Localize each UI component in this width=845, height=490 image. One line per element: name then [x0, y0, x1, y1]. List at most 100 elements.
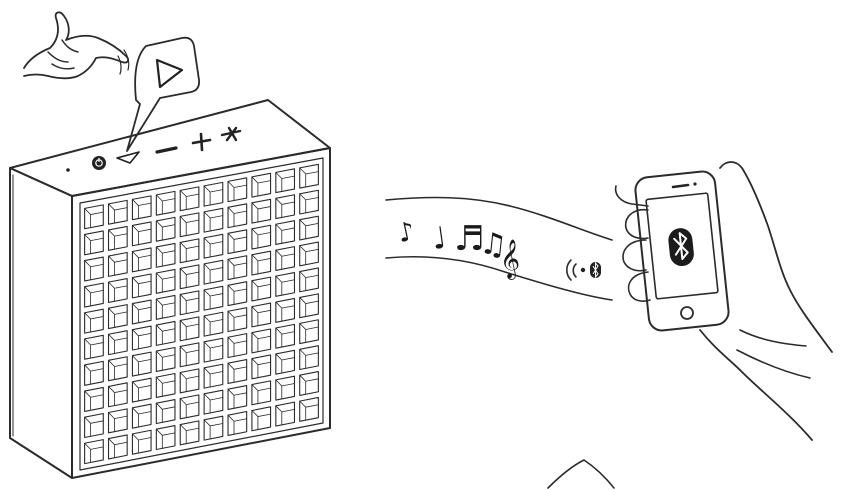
grille-cell: [228, 360, 247, 384]
grille-cell: [228, 230, 247, 254]
grille-cell: [109, 331, 128, 355]
grille-cell-inset: [228, 415, 247, 434]
phone-home-button: [681, 307, 693, 319]
grille-cell-inset: [132, 251, 151, 270]
grille-cell-inset: [156, 247, 175, 266]
grille-cell: [300, 294, 319, 318]
grille-cell: [132, 274, 151, 298]
grille-cell-inset: [252, 177, 271, 196]
grille-cell-inset: [156, 429, 175, 448]
grille-cell: [132, 222, 151, 246]
grille-cell: [204, 260, 223, 284]
grille-cell-inset: [132, 382, 151, 401]
bluetooth-icon: [667, 227, 695, 267]
grille-cell: [85, 387, 104, 411]
grille-cell: [109, 226, 128, 250]
grille-cell: [132, 430, 151, 454]
music-note-1: ♪: [395, 216, 417, 249]
grille-cell: [180, 343, 199, 367]
play-callout-bubble: [127, 38, 199, 151]
grille-cell-inset: [300, 194, 319, 213]
grille-cell-inset: [109, 439, 128, 458]
grille-cell: [85, 231, 104, 255]
grille-cell-inset: [156, 273, 175, 292]
grille-cell-inset: [300, 349, 319, 368]
grille-cell: [204, 416, 223, 440]
grille-cell-inset: [204, 186, 223, 205]
grille-cell: [85, 335, 104, 359]
grille-cell-inset: [180, 372, 199, 391]
grille-cell: [85, 414, 104, 438]
grille-cell: [300, 242, 319, 266]
grille-cell-inset: [204, 420, 223, 439]
grille-cell-inset: [300, 272, 319, 291]
grille-cell: [300, 268, 319, 292]
grille-cell-inset: [228, 363, 247, 382]
grille-cell-inset: [252, 229, 271, 248]
grille-cell: [276, 273, 295, 297]
grille-cell-inset: [252, 307, 271, 326]
grille-cell-inset: [109, 204, 128, 223]
grille-cell-inset: [156, 299, 175, 318]
grille-cell-inset: [228, 259, 247, 278]
grille-cell: [156, 243, 175, 267]
grille-cell-inset: [204, 368, 223, 387]
holding-hand: [616, 162, 832, 440]
grille-cell-inset: [85, 313, 104, 332]
grille-cell: [276, 376, 295, 400]
grille-cell-inset: [109, 334, 128, 353]
grille-cell: [300, 320, 319, 344]
grille-cell-inset: [132, 408, 151, 427]
grille-cell-inset: [109, 230, 128, 249]
grille-cell: [252, 329, 271, 353]
grille-cell-inset: [276, 172, 295, 191]
grille-cell-inset: [132, 225, 151, 244]
grille-cell: [204, 364, 223, 388]
grille-cell-inset: [85, 287, 104, 306]
music-note-2: ♩: [430, 221, 449, 258]
grille-cell: [252, 303, 271, 327]
grille-cell: [109, 279, 128, 303]
grille-cell: [109, 200, 128, 224]
grille-cell: [85, 283, 104, 307]
grille-cell-inset: [180, 268, 199, 287]
grille-cell-inset: [204, 264, 223, 283]
grille-cell: [85, 440, 104, 464]
grille-cell: [132, 378, 151, 402]
grille-cell-inset: [85, 417, 104, 436]
grille-cell: [156, 374, 175, 398]
grille-cell: [300, 216, 319, 240]
grille-cell: [300, 346, 319, 370]
grille-cell: [132, 196, 151, 220]
speaker-grille: [85, 164, 319, 463]
grille-cell: [252, 199, 271, 223]
grille-cell-inset: [228, 181, 247, 200]
grille-cell-inset: [252, 255, 271, 274]
grille-cell: [228, 334, 247, 358]
grille-cell-inset: [228, 337, 247, 356]
grille-cell: [156, 426, 175, 450]
grille-cell: [180, 213, 199, 237]
grille-cell: [156, 269, 175, 293]
grille-cell-inset: [228, 207, 247, 226]
grille-cell-inset: [300, 220, 319, 239]
grille-cell-inset: [252, 203, 271, 222]
bluetooth-signal-icon: [567, 260, 601, 280]
grille-cell: [228, 386, 247, 410]
grille-cell: [204, 182, 223, 206]
grille-cell-inset: [180, 399, 199, 418]
grille-cell-inset: [132, 330, 151, 349]
grille-cell: [276, 350, 295, 374]
grille-cell: [85, 205, 104, 229]
grille-cell: [156, 217, 175, 241]
grille-cell-inset: [276, 250, 295, 269]
grille-cell: [252, 407, 271, 431]
grille-cell: [109, 305, 128, 329]
grille-cell: [276, 195, 295, 219]
grille-cell-inset: [204, 238, 223, 257]
grille-cell: [109, 409, 128, 433]
grille-cell-inset: [85, 208, 104, 227]
speaker: [10, 100, 330, 478]
grille-cell-inset: [180, 216, 199, 235]
